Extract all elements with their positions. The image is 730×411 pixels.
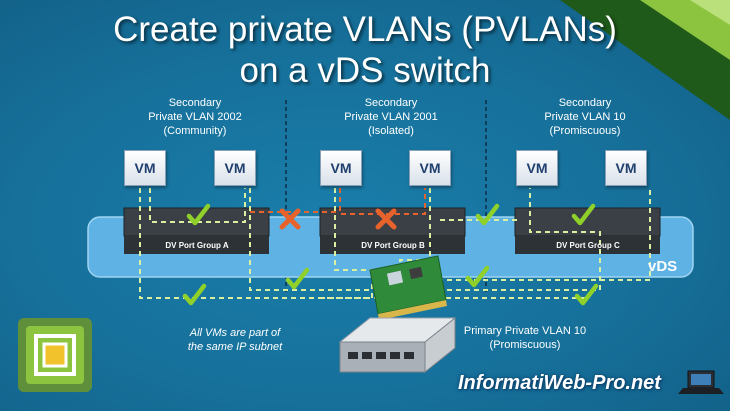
secondary-vlan-isolated: Secondary Private VLAN 2001 (Isolated): [344, 97, 438, 137]
vm-c1: VM: [516, 150, 558, 186]
physical-switch-icon: [338, 316, 457, 374]
title-line-1: Create private VLANs (PVLANs): [113, 10, 617, 49]
port-group-b-label: DV Port Group B: [361, 241, 425, 250]
laptop-icon: [678, 370, 724, 394]
secondary-vlan-promiscuous: Secondary Private VLAN 10 (Promiscuous): [544, 97, 626, 137]
vds-label: vDS: [648, 258, 678, 275]
subnet-note: All VMs are part of the same IP subnet: [187, 327, 283, 353]
vsphere-logo-icon: [18, 318, 92, 392]
brand-watermark: InformatiWeb-Pro.net: [458, 372, 661, 394]
corner-accent: [560, 0, 730, 120]
primary-vlan-note: Primary Private VLAN 10 (Promiscuous): [463, 325, 587, 351]
vm-a1: VM: [124, 150, 166, 186]
separator-lines: [285, 100, 487, 292]
network-card-icon: [369, 255, 447, 320]
vm-c2: VM: [605, 150, 647, 186]
secondary-vlan-community: Secondary Private VLAN 2002 (Community): [148, 97, 242, 137]
title-line-2: on a vDS switch: [239, 51, 491, 90]
vm-b1: VM: [320, 150, 362, 186]
check-icon: [185, 286, 204, 303]
port-group-a-label: DV Port Group A: [165, 241, 229, 250]
check-icon: [577, 286, 596, 303]
vm-b2: VM: [409, 150, 451, 186]
port-group-c-label: DV Port Group C: [556, 241, 620, 250]
vm-a2: VM: [214, 150, 256, 186]
